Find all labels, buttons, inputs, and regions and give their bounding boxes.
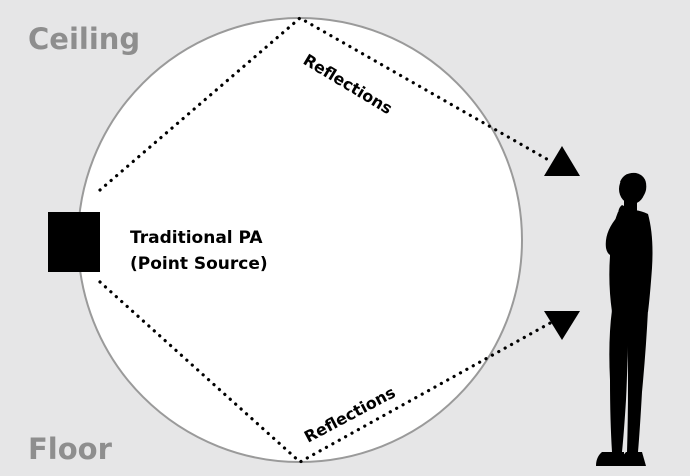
source-label-line1: Traditional PA: [130, 228, 263, 248]
floor-label: Floor: [28, 432, 113, 466]
triangle-down-arrow-icon: [544, 311, 580, 340]
triangle-up-arrow-icon: [544, 146, 580, 176]
standing-person-silhouette-icon: [596, 172, 653, 466]
square-speaker-icon: [48, 212, 100, 272]
lower-reflection-path: [98, 280, 554, 464]
ceiling-label: Ceiling: [28, 22, 140, 56]
source-label-line2: (Point Source): [130, 254, 268, 274]
upper-reflection-path: [98, 16, 554, 192]
